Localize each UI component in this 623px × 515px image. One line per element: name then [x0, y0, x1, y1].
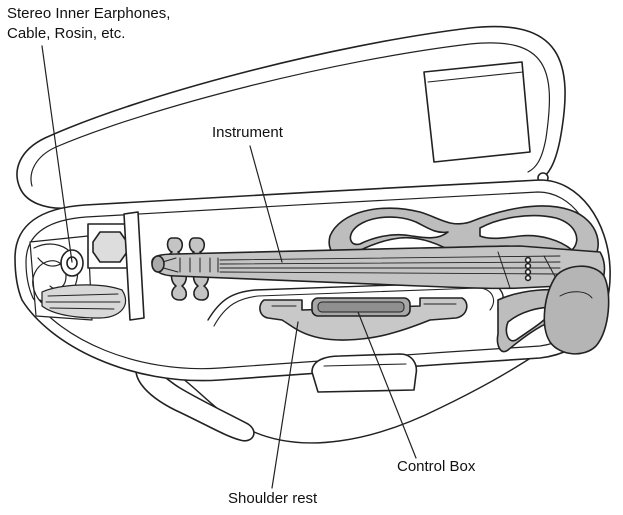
rosin-octagon: [92, 231, 128, 263]
cable-bundle: [41, 284, 127, 319]
instrument-strings: [219, 255, 561, 275]
label-accessories: Stereo Inner Earphones, Cable, Rosin, et…: [7, 4, 170, 44]
label-accessories-line2: Cable, Rosin, etc.: [7, 25, 126, 42]
compartment-divider: [123, 211, 145, 321]
chin-rest: [543, 265, 610, 355]
leader-instrument: [249, 145, 283, 263]
leader-control-box: [357, 311, 417, 459]
label-shoulder-rest: Shoulder rest: [228, 490, 318, 507]
earphones: [60, 249, 84, 277]
label-control-box: Control Box: [397, 458, 476, 475]
case-handle: [311, 353, 418, 393]
leader-shoulder-rest: [271, 321, 299, 489]
lid-pocket: [423, 61, 531, 163]
label-instrument: Instrument: [212, 124, 283, 141]
lid-pocket-opening: [427, 71, 524, 83]
strap-loop: [135, 359, 255, 442]
label-accessories-line1: Stereo Inner Earphones,: [7, 5, 171, 22]
instrument-frame-hole: [349, 216, 449, 246]
leader-accessories: [41, 45, 73, 263]
shoulder-rest: [259, 297, 468, 341]
